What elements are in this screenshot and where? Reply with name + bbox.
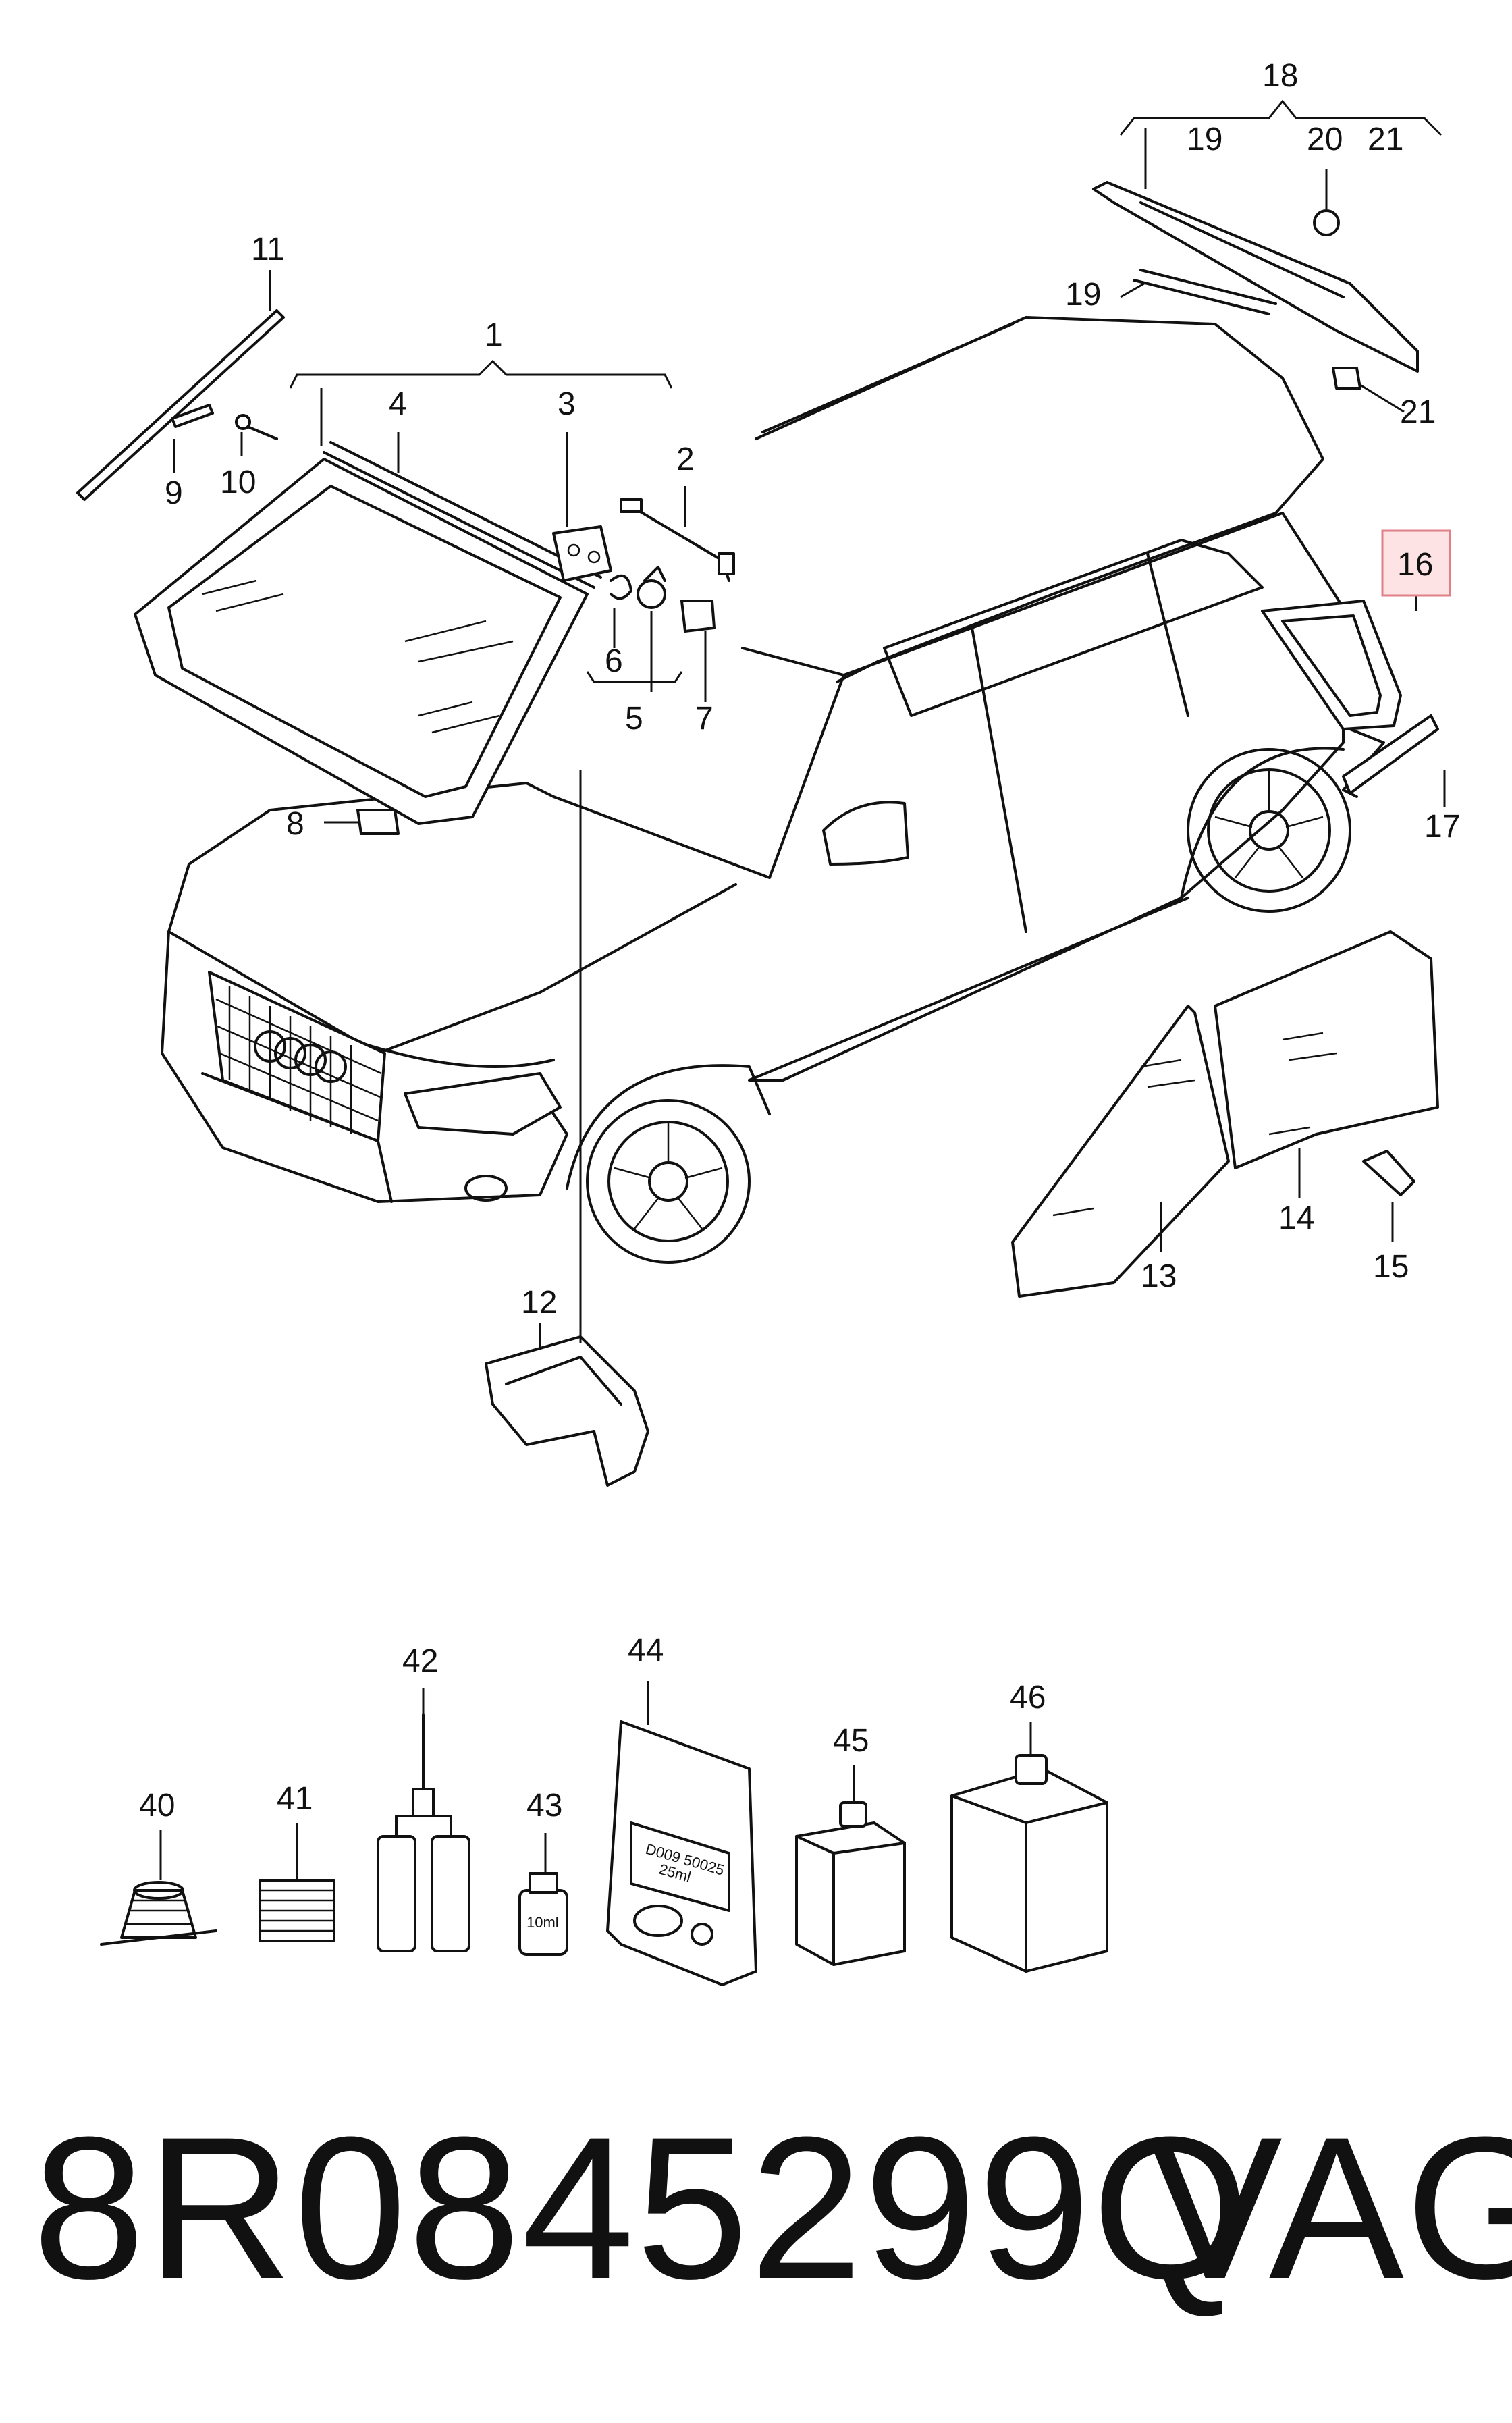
callout-3: 3	[558, 386, 576, 422]
leader-lines	[159, 99, 1446, 1880]
bottle-43-label: 10ml	[526, 1914, 559, 1931]
callout-41: 41	[277, 1781, 313, 1817]
callout-19-top: 19	[1187, 122, 1222, 157]
callout-40: 40	[139, 1788, 175, 1823]
car-illustration	[161, 316, 1351, 1264]
callout-21-top: 21	[1368, 122, 1403, 157]
callout-11: 11	[251, 232, 285, 267]
callout-42: 42	[402, 1643, 438, 1679]
callout-17: 17	[1424, 809, 1460, 845]
callout-4: 4	[389, 386, 407, 422]
highlight-box-16	[1381, 529, 1451, 597]
rear-quarter-window	[1261, 600, 1439, 798]
callout-45: 45	[833, 1723, 869, 1759]
callout-13: 13	[1141, 1258, 1177, 1294]
part-number-caption: 8R0845299Q	[32, 2094, 1251, 2321]
mirror-cover-part	[485, 1335, 649, 1487]
mirror-base-parts	[552, 498, 735, 633]
callout-6: 6	[605, 643, 623, 679]
callout-15: 15	[1373, 1249, 1409, 1285]
door-glasses	[1011, 930, 1439, 1298]
callout-19-mid: 19	[1065, 277, 1101, 313]
callout-7: 7	[695, 701, 713, 737]
callout-8: 8	[286, 806, 304, 842]
callout-2: 2	[676, 442, 695, 477]
callout-5: 5	[625, 701, 643, 737]
rear-spoiler	[1092, 181, 1419, 390]
callout-1: 1	[485, 317, 503, 353]
callout-9: 9	[165, 475, 183, 511]
callout-20: 20	[1307, 122, 1343, 157]
accessories	[100, 1713, 1108, 1986]
callout-12: 12	[521, 1285, 557, 1321]
brand-caption: VAG	[1148, 2094, 1512, 2321]
callout-10: 10	[220, 464, 256, 500]
windshield-assembly	[134, 441, 602, 835]
callout-14: 14	[1278, 1200, 1314, 1236]
callout-43: 43	[526, 1788, 562, 1823]
callout-44: 44	[628, 1632, 664, 1668]
callout-46: 46	[1010, 1680, 1046, 1715]
callout-21-side: 21	[1400, 394, 1436, 430]
callout-18: 18	[1262, 58, 1298, 94]
trim-strip-parts	[76, 309, 285, 501]
callout-16: 16	[1397, 547, 1433, 583]
